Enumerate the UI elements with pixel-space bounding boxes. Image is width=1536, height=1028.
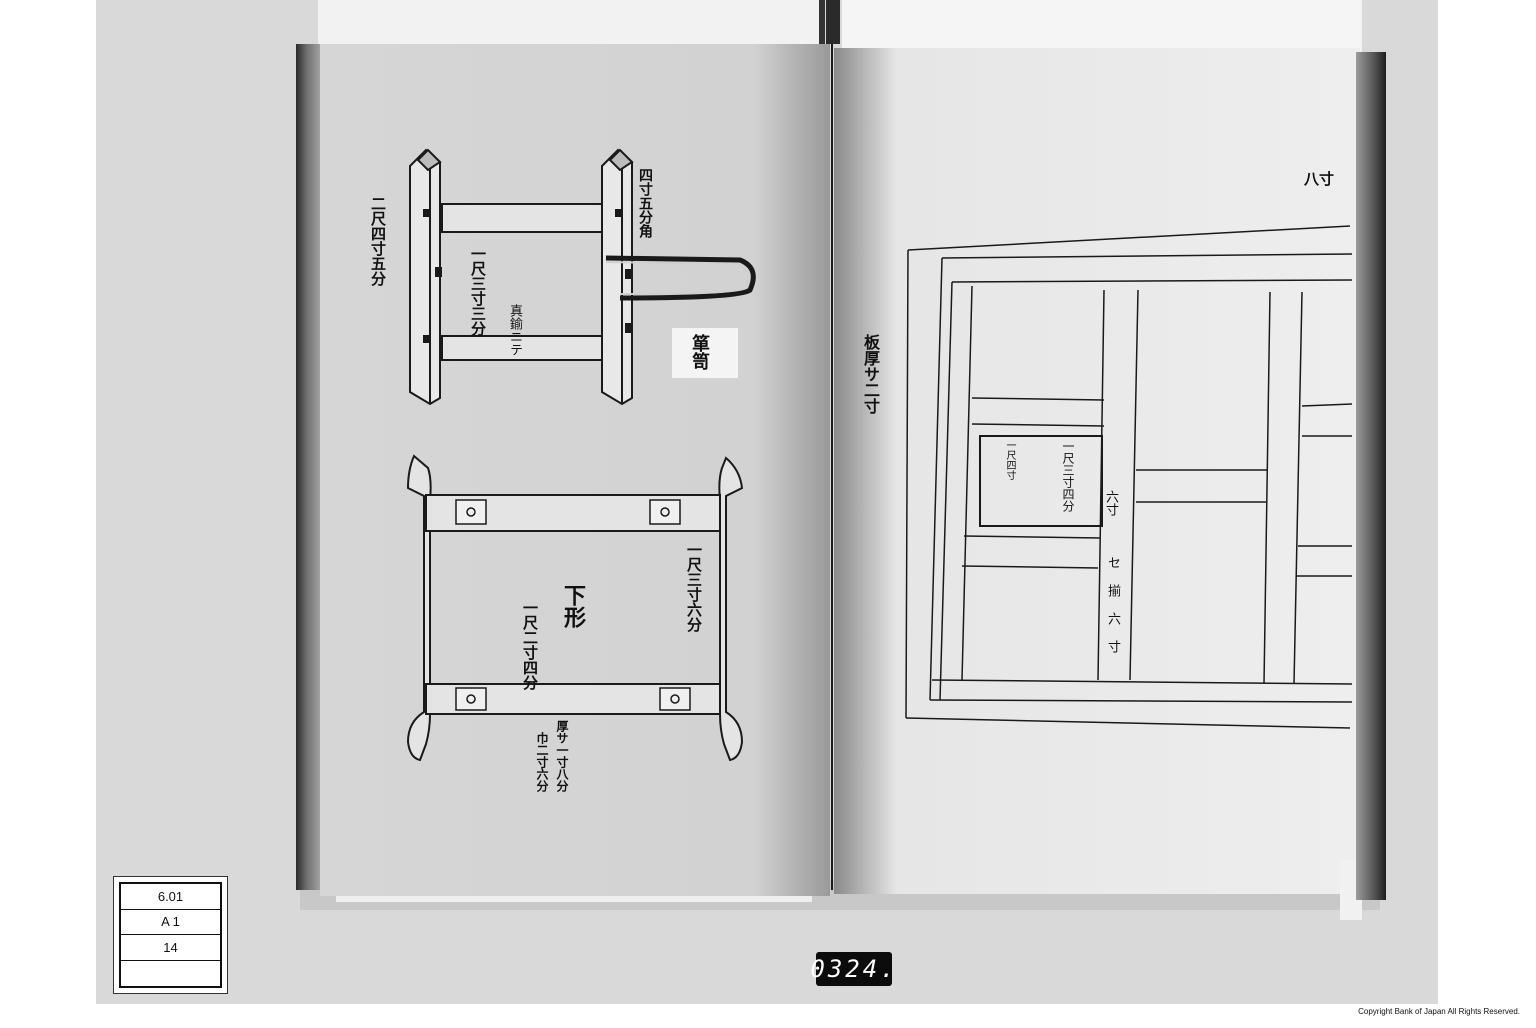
reference-card-line-1: 6.01 <box>121 884 220 910</box>
panel-note-b: 一尺三寸四分 <box>1061 440 1075 512</box>
left-page-edge <box>296 44 322 890</box>
top-corner-note: 八寸 <box>1304 170 1335 188</box>
upper-frame-drawing <box>409 148 756 406</box>
center-note: 六寸 <box>1103 490 1118 516</box>
side-label-box <box>672 328 738 378</box>
thickness-note-b: 巾二寸六分 <box>535 732 549 792</box>
large-frame-drawing <box>905 225 1353 729</box>
length-note: 一尺三寸六分 <box>685 542 703 632</box>
side-label: 箪笥 <box>689 334 710 370</box>
panel-note-a: 一尺四寸 <box>1004 440 1015 480</box>
frame-number: 0324. <box>810 952 895 986</box>
right-page <box>834 48 1360 894</box>
copyright-notice: Copyright Bank of Japan All Rights Reser… <box>1358 1007 1520 1016</box>
height-note: 二尺四寸五分 <box>369 196 387 286</box>
vertical-note: セ 揃 六 寸 <box>1105 556 1120 653</box>
thickness-note-a: 厚サ一寸八分 <box>555 720 569 792</box>
left-page <box>320 44 830 896</box>
lower-figure-title: 下形 <box>560 584 586 628</box>
reference-card-grid: 6.01 A 1 14 <box>119 882 222 988</box>
reference-card-line-4 <box>121 961 220 987</box>
board-thickness-note: 板厚サ二寸 <box>861 334 880 414</box>
post-note: 四寸五分角 <box>637 168 653 238</box>
width-note: 一尺三寸三分 <box>469 246 487 336</box>
inner-note: 一尺二寸四分 <box>521 600 539 690</box>
bolt-plates <box>455 499 691 711</box>
reference-card: 6.01 A 1 14 <box>113 876 228 994</box>
handle-note: 真鍮ニテ <box>507 304 522 356</box>
reference-card-line-2: A 1 <box>121 910 220 935</box>
reference-card-line-3: 14 <box>121 935 220 961</box>
right-page-edge <box>1356 52 1386 900</box>
